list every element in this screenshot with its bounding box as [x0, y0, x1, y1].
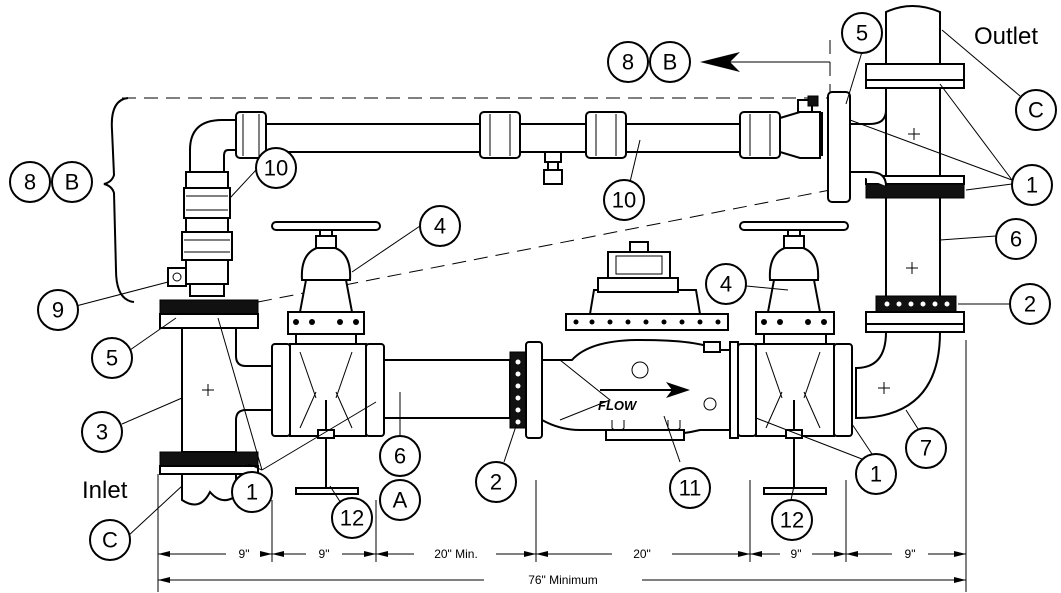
svg-text:7: 7: [920, 436, 932, 461]
dim-9-d: 9": [905, 547, 916, 561]
dim-9-b: 9": [319, 547, 330, 561]
callout-c-left: C: [89, 519, 131, 561]
svg-text:3: 3: [96, 420, 108, 445]
callout-3: 3: [81, 411, 123, 453]
callout-4-left: 4: [419, 205, 461, 247]
svg-text:6: 6: [394, 444, 406, 469]
callout-4-right: 4: [705, 263, 747, 305]
flow-label: FLOW: [598, 398, 638, 413]
callout-9: 9: [37, 289, 79, 331]
callout-10-mid: 10: [603, 179, 645, 221]
svg-text:12: 12: [340, 506, 364, 531]
callout-11: 11: [669, 467, 711, 509]
callout-1-right-top: 1: [1011, 164, 1053, 206]
dim-20: 20": [633, 547, 651, 561]
svg-text:B: B: [663, 50, 678, 75]
elbow-7-cross: [878, 382, 890, 394]
callout-1-left: 1: [231, 471, 273, 513]
outlet-riser: [865, 5, 965, 333]
bypass-line: [189, 91, 887, 203]
svg-text:1: 1: [870, 462, 882, 487]
callout-12-left: 12: [331, 497, 373, 539]
dim-20-min: 20" Min.: [434, 547, 478, 561]
left-brace: [103, 97, 135, 303]
callout-6-mid: 6: [379, 435, 421, 477]
svg-text:5: 5: [856, 21, 868, 46]
callout-1-right-bottom: 1: [855, 453, 897, 495]
svg-text:2: 2: [1024, 292, 1036, 317]
svg-text:2: 2: [490, 470, 502, 495]
svg-text:1: 1: [1026, 173, 1038, 198]
meter-body: [525, 241, 739, 441]
arrow-8b-top: [700, 52, 830, 72]
inlet-label: Inlet: [82, 477, 128, 504]
callout-5-top: 5: [841, 12, 883, 54]
svg-text:1: 1: [246, 480, 258, 505]
callout-2-right: 2: [1009, 283, 1051, 325]
svg-text:C: C: [1028, 98, 1044, 123]
callout-c-right: C: [1015, 89, 1057, 131]
outlet-label: Outlet: [974, 23, 1038, 50]
callout-8-left: 8: [9, 161, 51, 203]
svg-text:B: B: [65, 170, 80, 195]
callout-b-top: B: [649, 41, 691, 83]
straight-pipe-6: [383, 359, 511, 419]
svg-text:A: A: [393, 488, 408, 513]
coupling-2: [509, 351, 527, 429]
svg-text:8: 8: [24, 170, 36, 195]
svg-text:10: 10: [264, 156, 288, 181]
bypass-riser: [167, 171, 233, 297]
svg-text:10: 10: [612, 188, 636, 213]
callout-a: A: [379, 479, 421, 521]
callout-12-right: 12: [771, 499, 813, 541]
callout-b-left: B: [51, 161, 93, 203]
dim-9-c: 9": [791, 547, 802, 561]
svg-text:9: 9: [52, 298, 64, 323]
dim-total: 76" Minimum: [528, 573, 598, 587]
leader-lines: [75, 29, 1021, 537]
callout-8-top: 8: [607, 41, 649, 83]
callout-5-left: 5: [91, 337, 133, 379]
svg-text:12: 12: [780, 508, 804, 533]
callout-10-left: 10: [255, 147, 297, 189]
svg-text:4: 4: [434, 214, 446, 239]
svg-text:5: 5: [106, 346, 118, 371]
gate-valve-left: [271, 221, 385, 495]
svg-text:C: C: [102, 528, 118, 553]
elbow-7: [855, 331, 942, 420]
svg-text:6: 6: [1010, 227, 1022, 252]
dimension-lines: 9" 9" 20" Min. 20" 9" 9" 76" Minimum: [157, 340, 967, 592]
dim-9-a: 9": [239, 547, 250, 561]
gate-valve-right: [737, 221, 853, 495]
inlet-riser: [159, 299, 273, 506]
callout-6-right: 6: [995, 218, 1037, 260]
svg-text:8: 8: [622, 50, 634, 75]
callout-2-mid: 2: [475, 461, 517, 503]
svg-text:4: 4: [720, 272, 732, 297]
callout-7: 7: [905, 427, 947, 469]
svg-text:11: 11: [679, 476, 702, 501]
